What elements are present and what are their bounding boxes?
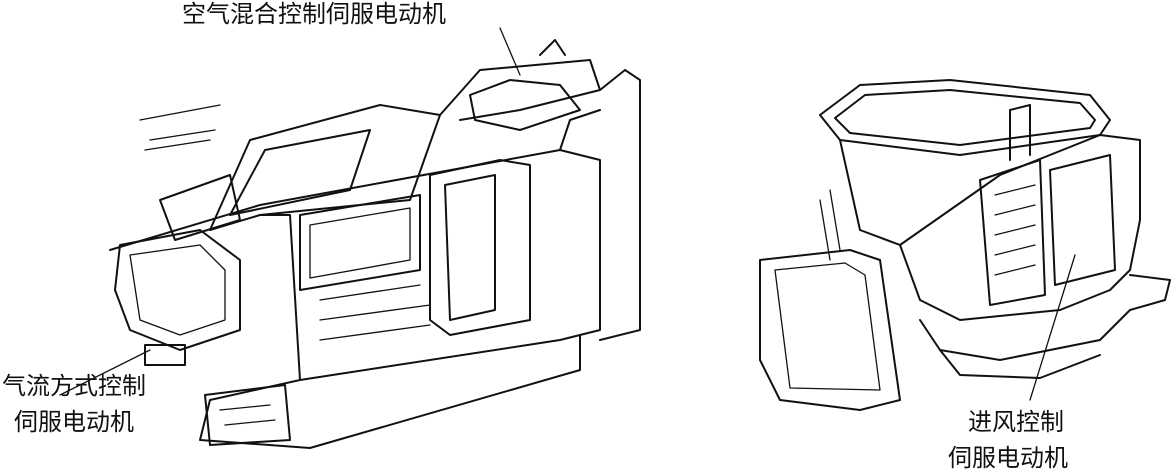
airflow-mode-servo-label-line1: 气流方式控制 [2, 372, 146, 400]
intake-leader-line [1029, 254, 1076, 401]
heater-unit-drawing [109, 39, 641, 449]
airflow-mode-leader-line [59, 349, 151, 396]
airflow-mode-servo-label-line2: 伺服电动机 [14, 408, 134, 436]
air-mix-servo-label: 空气混合控制伺服电动机 [182, 0, 446, 28]
blower-unit-drawing [759, 79, 1171, 411]
intake-servo-label-line1: 进风控制 [968, 408, 1064, 436]
air-mix-leader-line [499, 27, 521, 76]
intake-servo-label-line2: 伺服电动机 [948, 444, 1068, 472]
